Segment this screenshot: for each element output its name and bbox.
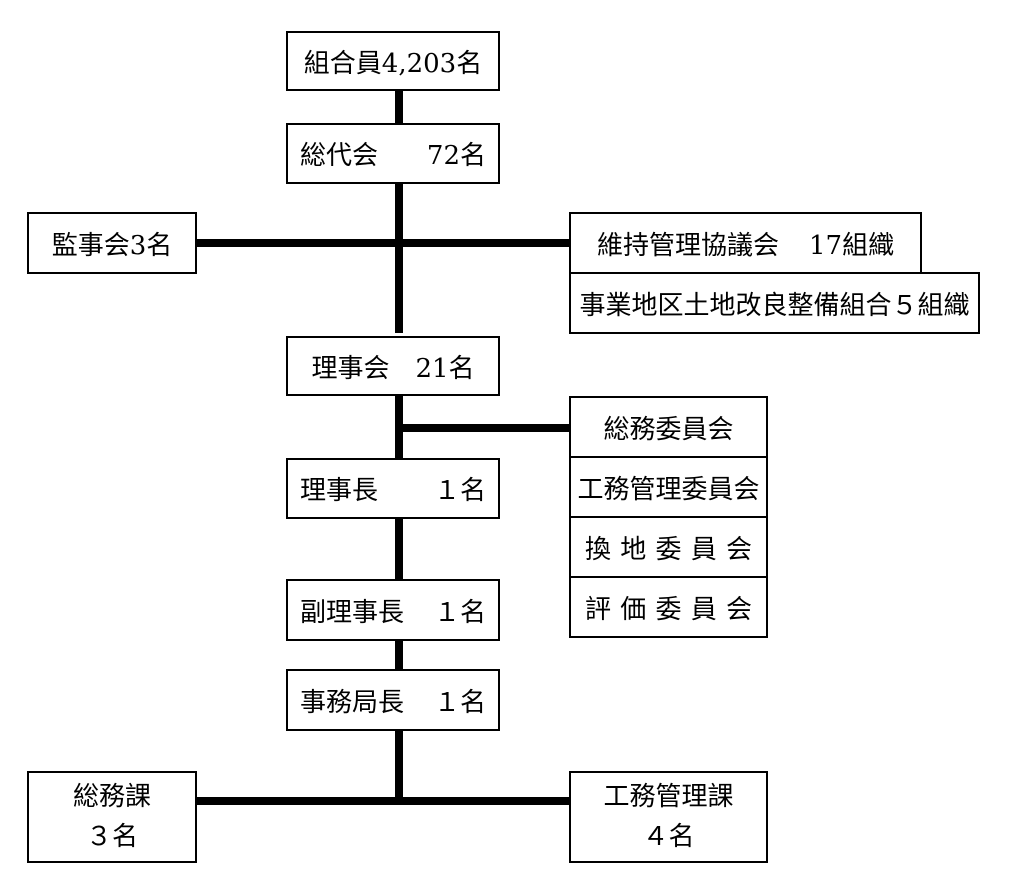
committee-valuation-char: 員 bbox=[690, 594, 717, 625]
auditors-box: 監事会3名 bbox=[27, 212, 197, 274]
general-assembly-label: 総代会 bbox=[300, 141, 379, 171]
auditors-label: 監事会3名 bbox=[51, 230, 173, 261]
vice-chairman-label: 副理事長 bbox=[300, 597, 405, 628]
secretary-to-sections-line bbox=[395, 730, 403, 802]
chairman-label: 理事長 bbox=[300, 476, 379, 506]
committee-replotting-char: 地 bbox=[620, 534, 647, 565]
maintenance-council-box: 維持管理協議会 17組織 bbox=[569, 212, 922, 274]
committee-replotting-char: 員 bbox=[690, 534, 717, 565]
vice-chairman-count: １名 bbox=[433, 597, 486, 628]
general-affairs-section-count: ３名 bbox=[85, 822, 138, 852]
members-box: 組合員4,203名 bbox=[286, 31, 500, 91]
members-label: 組合員4,203名 bbox=[303, 48, 483, 79]
committee-general-affairs-label: 総務委員会 bbox=[603, 414, 734, 445]
auditor-council-branch-line bbox=[196, 239, 572, 247]
general-affairs-section-box: 総務課 ３名 bbox=[27, 771, 197, 863]
chairman-to-vice-line bbox=[395, 517, 403, 579]
general-assembly-count: 72名 bbox=[426, 141, 486, 171]
committee-replotting-char: 会 bbox=[725, 534, 752, 565]
board-label: 理事会 21名 bbox=[311, 353, 475, 384]
general-assembly-box: 総代会 72名 bbox=[286, 123, 500, 184]
secretary-general-count: １名 bbox=[433, 687, 486, 718]
chairman-count: １名 bbox=[433, 476, 486, 506]
sections-branch-line bbox=[196, 797, 572, 805]
works-section-count: ４名 bbox=[642, 822, 695, 852]
committee-works-box: 工務管理委員会 bbox=[569, 456, 768, 518]
general-affairs-section-label: 総務課 bbox=[72, 781, 151, 812]
chairman-box: 理事長 １名 bbox=[286, 458, 500, 519]
committee-valuation-char: 会 bbox=[725, 594, 752, 625]
vice-chairman-box: 副理事長 １名 bbox=[286, 579, 500, 641]
board-box: 理事会 21名 bbox=[286, 336, 500, 396]
committee-general-affairs-box: 総務委員会 bbox=[569, 396, 768, 458]
secretary-general-label: 事務局長 bbox=[300, 687, 405, 718]
committee-valuation-char: 価 bbox=[620, 594, 647, 625]
land-unions-label: 事業地区土地改良整備組合５組織 bbox=[579, 290, 970, 321]
vice-to-secretary-line bbox=[395, 639, 403, 669]
committee-branch-line bbox=[395, 424, 572, 432]
committee-replotting-box: 換 地 委 員 会 bbox=[569, 516, 768, 578]
committee-valuation-char: 委 bbox=[655, 594, 682, 625]
committee-replotting-char: 換 bbox=[585, 534, 612, 565]
maintenance-council-label: 維持管理協議会 bbox=[597, 230, 780, 261]
committee-replotting-char: 委 bbox=[655, 534, 682, 565]
works-section-box: 工務管理課 ４名 bbox=[569, 771, 768, 863]
committee-valuation-box: 評 価 委 員 会 bbox=[569, 576, 768, 638]
maintenance-council-count: 17組織 bbox=[809, 230, 895, 261]
secretary-general-box: 事務局長 １名 bbox=[286, 669, 500, 731]
committee-valuation-char: 評 bbox=[585, 594, 612, 625]
works-section-label: 工務管理課 bbox=[603, 781, 734, 812]
land-unions-box: 事業地区土地改良整備組合５組織 bbox=[569, 272, 980, 334]
committee-works-label: 工務管理委員会 bbox=[577, 474, 760, 505]
trunk-line bbox=[395, 89, 403, 333]
